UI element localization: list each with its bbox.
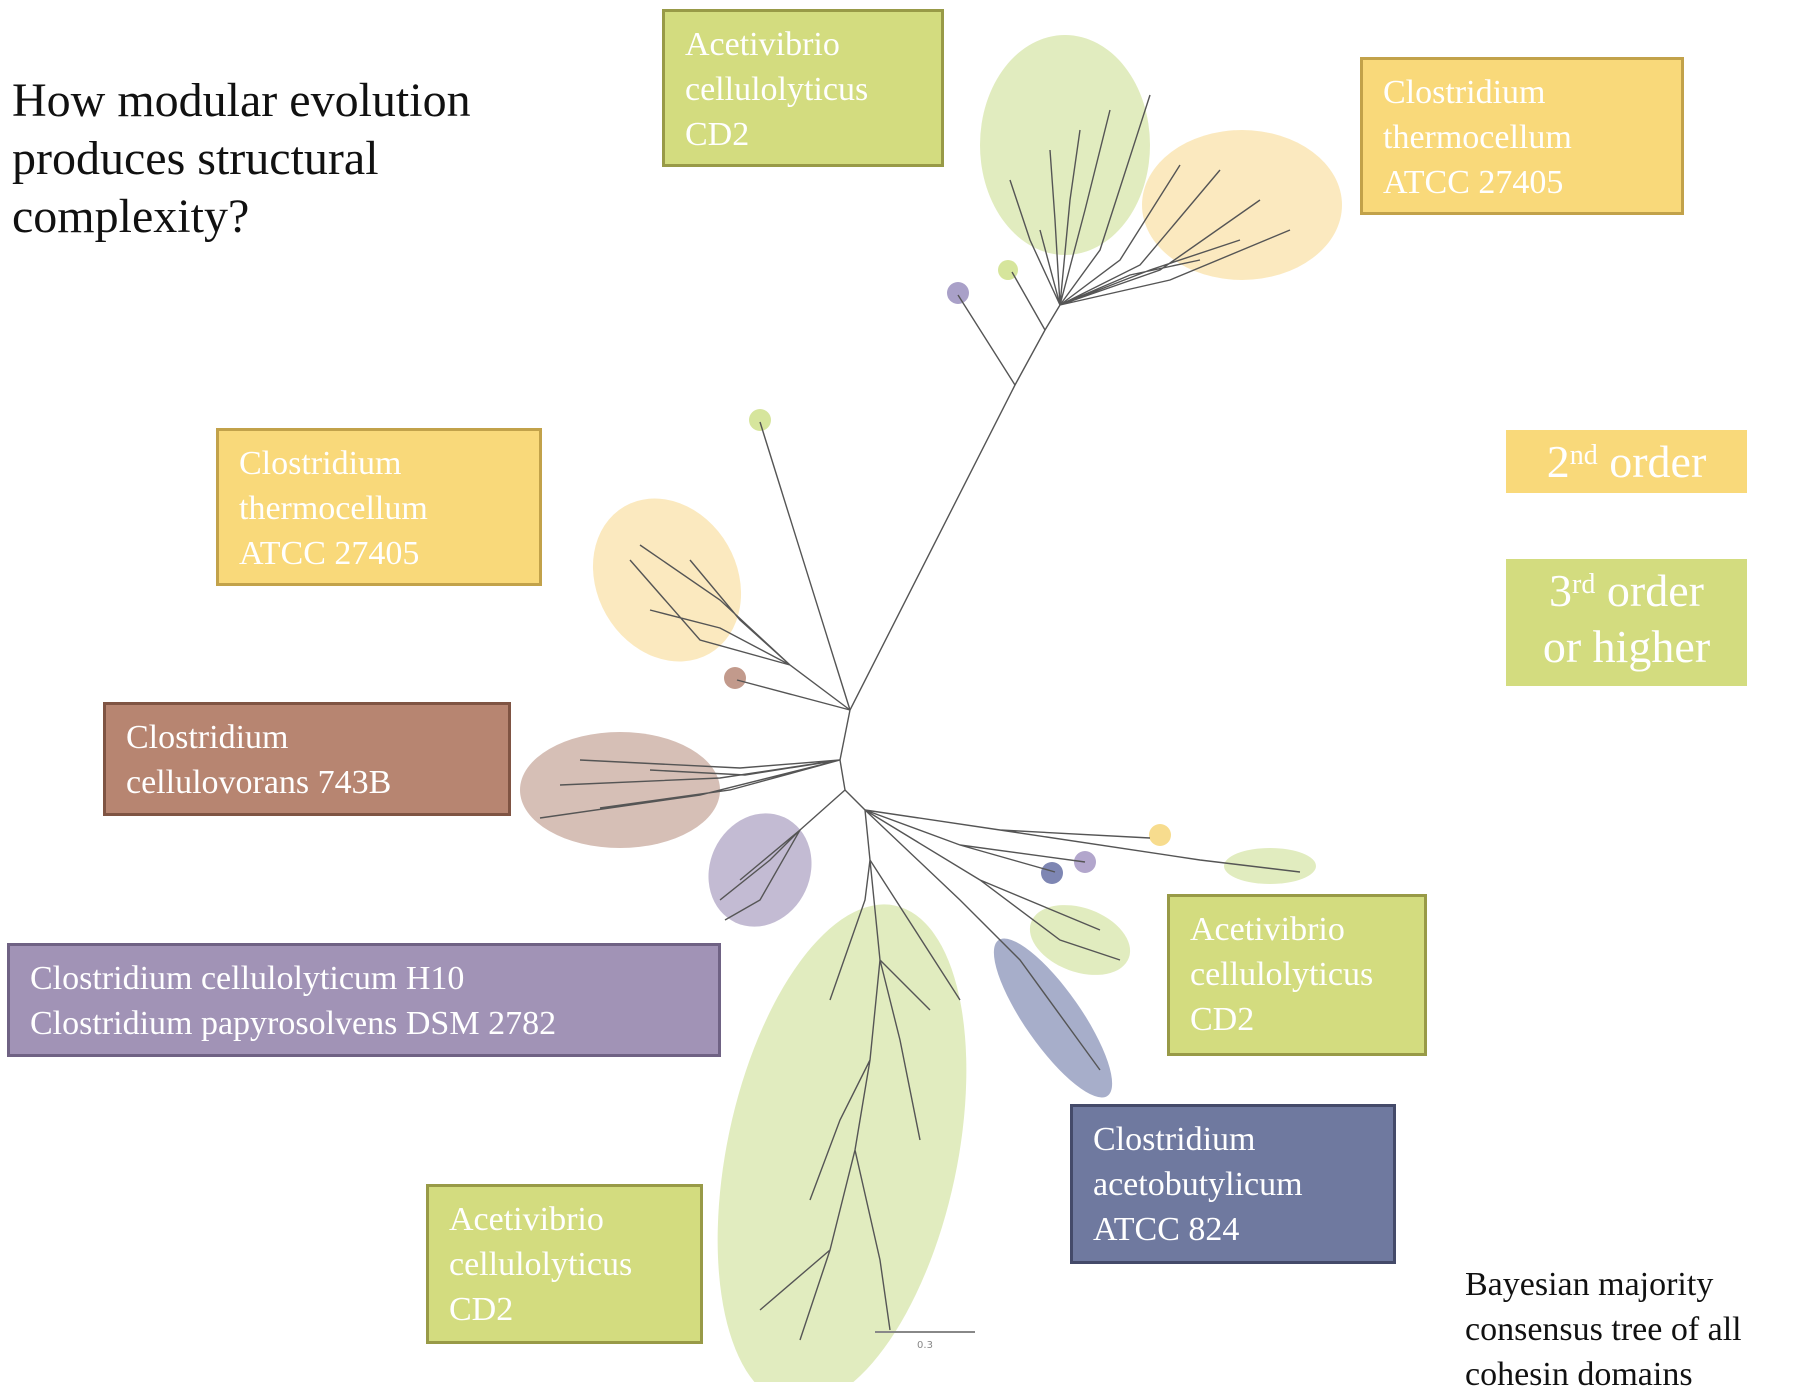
clade-navy [993,938,1113,1098]
clade-top-green [980,35,1150,255]
label-line: CD2 [685,116,750,153]
legend-third-text: order [1595,565,1704,616]
legend-second-order: 2nd order [1503,427,1750,496]
label-line: acetobutylicum [1093,1166,1303,1203]
label-line: ATCC 27405 [239,535,420,572]
label-cellulolyticum: Clostridium cellulolyticum H10 Clostridi… [7,943,721,1057]
label-acetobutylicum: Clostridium acetobutylicum ATCC 824 [1070,1104,1396,1264]
caption: Bayesian majority consensus tree of all … [1465,1262,1795,1397]
clade-purple [708,813,812,927]
scale-bar-label: 0.3 [917,1340,933,1351]
legend-third-order: 3rd order or higher [1503,556,1750,689]
legend-third-line-1: 3rd order [1512,563,1741,619]
legend-second-sup: nd [1569,440,1598,471]
clade-ellipses [520,35,1342,1382]
clade-right-green-mid [1029,905,1131,975]
title-line-3: complexity? [12,190,250,243]
label-thermocellum-left: Clostridium thermocellum ATCC 27405 [216,428,542,586]
leaf-dot-yellow-right [1149,824,1171,846]
title-line-1: How modular evolution [12,74,471,127]
label-line: thermocellum [1383,119,1572,156]
label-line: cellulovorans 743B [126,764,392,801]
label-acetivibrio-right: Acetivibrio cellulolyticus CD2 [1167,894,1427,1056]
clade-right-green-small [1224,848,1316,884]
label-line: Clostridium papyrosolvens DSM 2782 [30,1005,557,1042]
clade-bottom-green [717,904,967,1382]
label-line: ATCC 824 [1093,1211,1240,1248]
label-acetivibrio-bottom: Acetivibrio cellulolyticus CD2 [426,1184,703,1344]
label-line: Clostridium [1383,74,1546,111]
label-line: Clostridium [239,445,402,482]
label-line: Clostridium cellulolyticum H10 [30,960,465,997]
label-line: ATCC 27405 [1383,164,1564,201]
label-line: thermocellum [239,490,428,527]
leaf-dot-purple-top [947,282,969,304]
label-line: CD2 [449,1291,514,1328]
leaf-dot-brown [724,667,746,689]
legend-second-text: order [1597,436,1707,487]
label-line: Clostridium [1093,1121,1256,1158]
caption-line-2: consensus tree of all [1465,1311,1742,1348]
label-line: cellulolyticus [1190,956,1374,993]
label-line: Acetivibrio [1190,911,1345,948]
leaf-dot-green-left [749,409,771,431]
label-cellulovorans: Clostridium cellulovorans 743B [103,702,511,816]
label-line: cellulolyticus [685,71,869,108]
label-thermocellum-top: Clostridium thermocellum ATCC 27405 [1360,57,1684,215]
caption-line-3: cohesin domains [1465,1356,1693,1393]
leaf-dots [724,260,1171,884]
slide-title: How modular evolution produces structura… [12,72,572,246]
legend-third-sup: rd [1572,569,1596,600]
leaf-dot-navy-right [1041,862,1063,884]
label-line: Clostridium [126,719,289,756]
title-line-2: produces structural [12,132,379,185]
scale-bar: 0.3 [875,1331,975,1351]
clade-top-yellow [1142,130,1342,280]
label-line: CD2 [1190,1001,1255,1038]
clade-left-yellow [592,498,742,662]
label-line: cellulolyticus [449,1246,633,1283]
label-acetivibrio-top: Acetivibrio cellulolyticus CD2 [662,9,944,167]
caption-line-1: Bayesian majority [1465,1266,1714,1303]
label-line: Acetivibrio [685,26,840,63]
clade-brown [520,732,720,848]
legend-third-num: 3 [1549,565,1573,616]
legend-second-num: 2 [1546,436,1570,487]
legend-third-line-2: or higher [1542,621,1711,672]
label-line: Acetivibrio [449,1201,604,1238]
tree-branches [539,94,1301,1341]
